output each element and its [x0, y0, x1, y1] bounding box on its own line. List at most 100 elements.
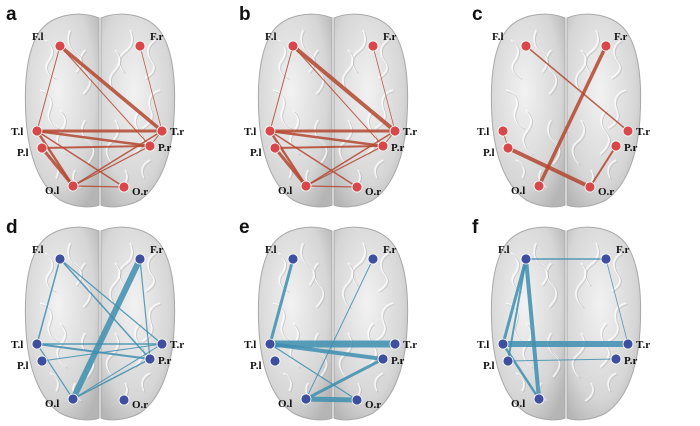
node-F.r — [134, 40, 146, 52]
brain-sulcus — [517, 161, 526, 180]
node-label: O.r — [365, 186, 381, 198]
brain-sulcus — [512, 41, 523, 80]
brain-gyrus — [374, 302, 394, 342]
node-O.l — [533, 393, 545, 405]
brain-gyrus — [342, 262, 354, 308]
node-label: T.r — [170, 339, 184, 351]
node-O.r — [584, 181, 596, 193]
brain-sulcus — [547, 264, 558, 309]
brain-sulcus — [143, 161, 152, 180]
node-label: P.r — [624, 355, 637, 367]
edge-F.l-P.r — [59, 258, 151, 360]
node-label: F.r — [150, 244, 163, 256]
node-O.l — [67, 393, 79, 405]
node-label: P.l — [250, 147, 262, 159]
node-label: F.r — [616, 244, 629, 256]
brain-gyrus — [300, 29, 315, 73]
node-label: P.l — [250, 360, 262, 372]
edge-T.r-O.l — [72, 343, 163, 400]
node-F.l — [520, 40, 532, 52]
brain-sulcus — [586, 384, 595, 403]
node-P.l — [502, 355, 514, 367]
edge-F.l-T.l — [36, 258, 61, 345]
brain-sulcus — [111, 264, 122, 309]
edge-P.l-T.r — [41, 343, 163, 362]
brain-gyrus — [607, 159, 617, 179]
brain-sulcus — [379, 254, 390, 293]
node-T.l — [497, 338, 509, 350]
brain-gyrus — [67, 242, 82, 286]
brain-sulcus — [344, 264, 355, 309]
node-O.r — [351, 394, 363, 406]
node-P.l — [269, 142, 281, 154]
brain-sulcus — [376, 91, 395, 130]
brain-gyrus — [141, 159, 151, 179]
brain-sulcus — [609, 161, 618, 180]
edge-O.r-P.r — [589, 145, 617, 188]
brain-sulcus — [146, 254, 157, 293]
brain-sulcus — [69, 244, 83, 287]
node-O.r — [351, 181, 363, 193]
brain-gyrus — [607, 89, 627, 129]
node-label: F.l — [498, 244, 510, 256]
brain-sulcus — [549, 121, 562, 166]
edge-P.l-O.r — [506, 146, 592, 189]
node-label: T.r — [170, 126, 184, 138]
brain-sulcus — [143, 374, 152, 393]
brain-sulcus — [302, 31, 316, 74]
panel-letter: f — [472, 217, 479, 238]
node-T.l — [31, 338, 43, 350]
edge-T.l-O.l — [36, 343, 74, 400]
edge-T.r-O.l — [305, 130, 396, 187]
node-label: P.r — [391, 355, 404, 367]
brain-gyrus — [144, 39, 156, 79]
node-label: O.r — [598, 186, 614, 198]
node-T.r — [622, 125, 634, 137]
node-label: T.r — [403, 339, 417, 351]
node-label: T.l — [11, 126, 23, 138]
node-P.l — [36, 355, 48, 367]
edge-F.l-T.l — [36, 45, 61, 132]
brain-sulcus — [586, 244, 600, 287]
brain-gyrus — [282, 372, 292, 392]
node-T.r — [156, 338, 168, 350]
edge-F.r-T.r — [372, 45, 396, 132]
brain-sulcus — [573, 121, 586, 166]
node-label: P.l — [483, 147, 495, 159]
brain-sulcus — [41, 304, 60, 343]
brain-sulcus — [46, 41, 57, 80]
brain-sulcus — [46, 254, 57, 293]
edge-T.l-O.r — [269, 130, 358, 188]
edge-F.r-T.r — [605, 258, 629, 345]
node-P.r — [377, 353, 389, 365]
edge-F.l-T.r — [58, 44, 164, 133]
node-P.r — [610, 140, 622, 152]
brain-gyrus — [584, 382, 594, 402]
node-O.r — [118, 394, 130, 406]
brain-sulcus — [524, 111, 534, 156]
node-P.l — [269, 355, 281, 367]
edge-P.l-P.r — [41, 145, 151, 149]
node-F.r — [600, 40, 612, 52]
brain-sulcus — [135, 111, 145, 156]
brain-gyrus — [109, 262, 121, 308]
node-F.l — [54, 253, 66, 265]
brain-sulcus — [353, 244, 367, 287]
node-P.r — [144, 353, 156, 365]
edge-F.l-T.l — [501, 257, 528, 346]
edge-O.l-O.r — [72, 185, 125, 188]
brain-gyrus — [575, 49, 587, 95]
edge-F.l-T.l — [268, 257, 295, 346]
node-O.l — [300, 180, 312, 192]
node-P.r — [144, 140, 156, 152]
node-T.l — [497, 125, 509, 137]
edge-P.l-O.l — [40, 146, 75, 188]
node-T.l — [264, 338, 276, 350]
node-label: F.r — [383, 244, 396, 256]
edge-P.l-O.l — [273, 146, 308, 188]
node-label: O.l — [278, 398, 292, 410]
node-label: F.l — [32, 31, 44, 43]
